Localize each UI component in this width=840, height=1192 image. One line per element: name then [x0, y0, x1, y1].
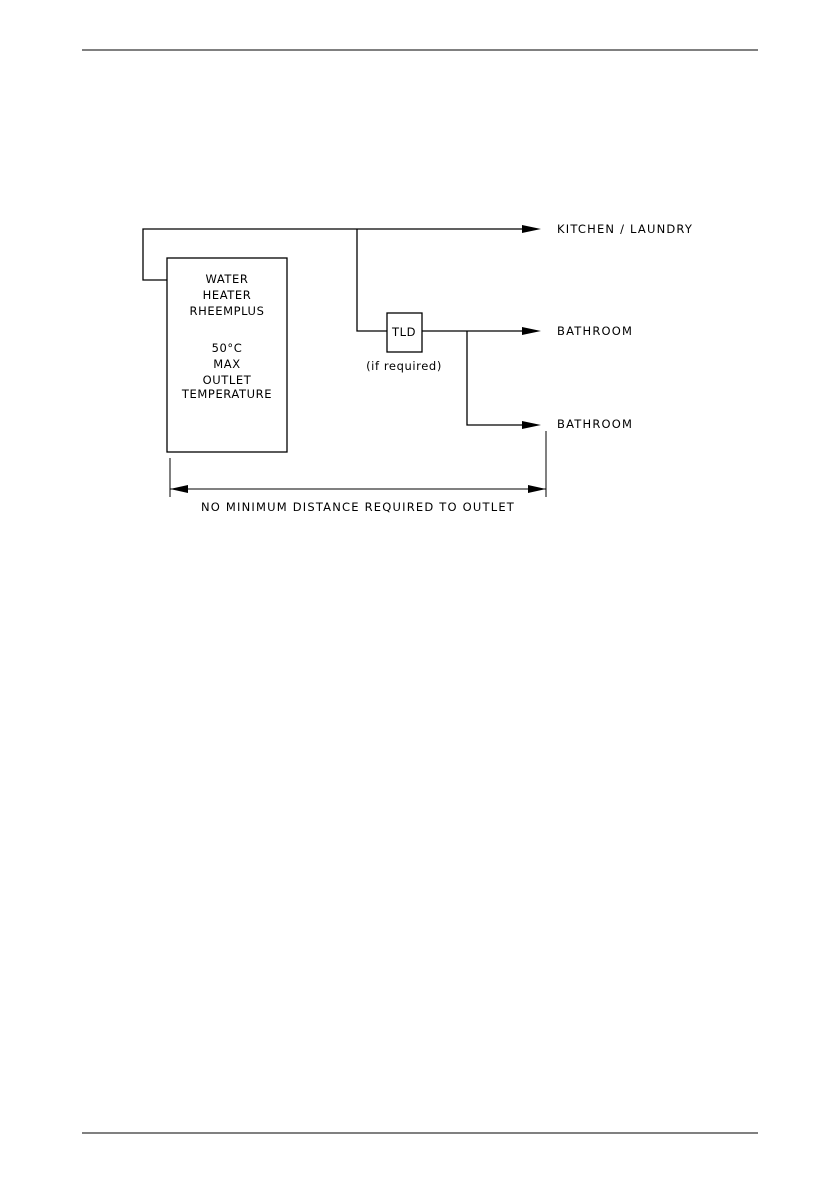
- heater-line-temperature: TEMPERATURE: [181, 387, 272, 401]
- dimension-arrow-left: [170, 485, 188, 493]
- heater-outlet-pipe: [143, 229, 522, 280]
- tld-note: (if required): [366, 359, 442, 373]
- bathroom-2-arrowhead: [522, 421, 541, 429]
- tld-branch-pipe: [357, 229, 387, 331]
- bathroom-2-pipe: [467, 331, 522, 425]
- heater-line-water: WATER: [206, 272, 249, 286]
- bathroom-1-label: BATHROOM: [557, 324, 633, 338]
- kitchen-laundry-label: KITCHEN / LAUNDRY: [557, 222, 693, 236]
- tld-label: TLD: [391, 325, 416, 339]
- bathroom-1-arrowhead: [522, 327, 541, 335]
- dimension-arrow-right: [528, 485, 546, 493]
- distance-note: NO MINIMUM DISTANCE REQUIRED TO OUTLET: [201, 500, 515, 514]
- heater-line-heater: HEATER: [203, 288, 252, 302]
- heater-line-model: RHEEMPLUS: [190, 304, 265, 318]
- heater-line-max: MAX: [213, 357, 240, 371]
- kitchen-arrowhead: [522, 225, 541, 233]
- bathroom-2-label: BATHROOM: [557, 417, 633, 431]
- heater-line-temp: 50°C: [212, 341, 243, 355]
- heater-line-outlet: OUTLET: [203, 373, 252, 387]
